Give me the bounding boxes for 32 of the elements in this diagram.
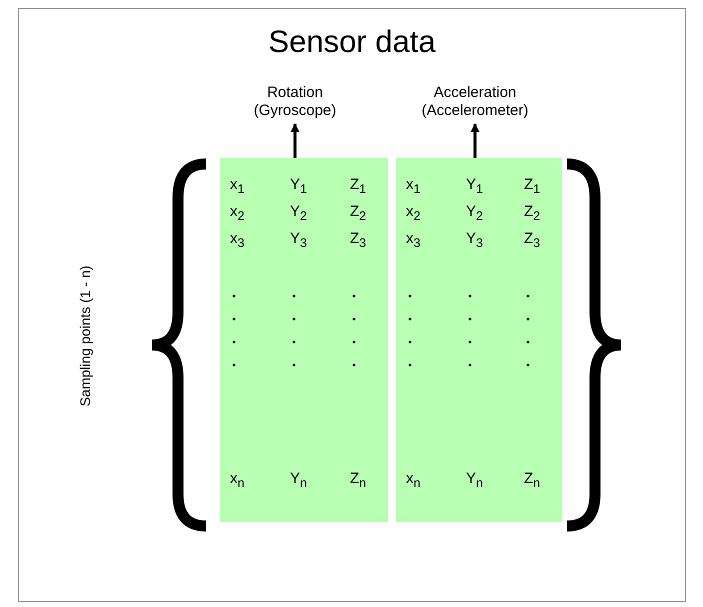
matrix-entry: Y$_{n}$: [290, 470, 307, 492]
axis-label: Sampling points (1 - n): [76, 264, 94, 408]
matrix-entry: Z$_{3}$: [350, 230, 366, 252]
matrix-entry: Z$_{n}$: [350, 470, 366, 492]
arrow: [470, 123, 480, 158]
matrix-entry: x$_{3}$: [406, 230, 420, 252]
matrix-entry: Y$_{n}$: [466, 470, 483, 492]
matrix-entry: Z$_{1}$: [350, 176, 366, 198]
matrix-entry: x$_{1}$: [230, 176, 244, 198]
matrix-entry: Y$_{3}$: [466, 230, 483, 252]
matrix-entry: Y$_{3}$: [290, 230, 307, 252]
arrow: [290, 123, 300, 158]
header-label: Rotation (Gyroscope): [230, 84, 360, 124]
matrix-entry: x$_{3}$: [230, 230, 244, 252]
matrix-entry: Z$_{2}$: [350, 203, 366, 225]
matrix-entry: x$_{n}$: [230, 470, 244, 492]
matrix-entry: Y$_{1}$: [466, 176, 483, 198]
data-panel: [396, 158, 562, 522]
matrix-entry: Z$_{2}$: [524, 203, 540, 225]
matrix-entry: Z$_{1}$: [524, 176, 540, 198]
matrix-entry: Y$_{2}$: [290, 203, 307, 225]
data-panel: [220, 158, 388, 522]
matrix-entry: x$_{1}$: [406, 176, 420, 198]
diagram-title: Sensor data: [267, 24, 437, 60]
matrix-entry: Z$_{3}$: [524, 230, 540, 252]
matrix-entry: x$_{2}$: [406, 203, 420, 225]
header-label: Acceleration (Accelerometer): [400, 84, 550, 124]
matrix-entry: Z$_{n}$: [524, 470, 540, 492]
matrix-entry: Y$_{2}$: [466, 203, 483, 225]
matrix-entry: x$_{n}$: [406, 470, 420, 492]
matrix-entry: Y$_{1}$: [290, 176, 307, 198]
matrix-entry: x$_{2}$: [230, 203, 244, 225]
